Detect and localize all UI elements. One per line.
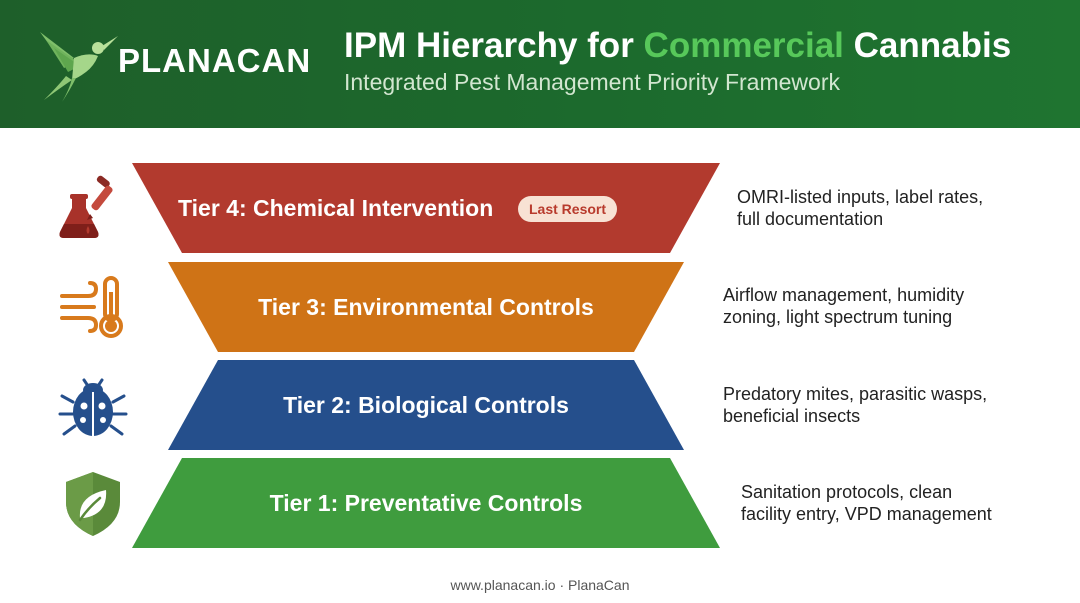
tier-4-description-line-1: OMRI-listed inputs, label rates, bbox=[737, 187, 984, 207]
title-highlight: Commercial bbox=[643, 26, 844, 65]
tier-3-description-line-1: Airflow management, humidity bbox=[723, 285, 965, 305]
tier-3-band bbox=[168, 262, 684, 352]
last-resort-badge: Last Resort bbox=[518, 196, 618, 222]
tier-2-label: Tier 2: Biological Controls bbox=[283, 392, 569, 418]
page-title: IPM Hierarchy for Commercial Cannabis bbox=[344, 26, 1011, 66]
title-prefix: IPM Hierarchy for bbox=[344, 26, 644, 65]
tier-1-description: Sanitation protocols, clean facility ent… bbox=[741, 481, 1051, 525]
tier-2-description-line-2: beneficial insects bbox=[723, 406, 861, 426]
brand-name: PLANACAN bbox=[118, 42, 312, 79]
flask-dropper-icon bbox=[59, 175, 113, 238]
tier-1-description-line-1: Sanitation protocols, clean bbox=[741, 482, 953, 502]
hummingbird-icon bbox=[40, 32, 118, 102]
page-subtitle: Integrated Pest Management Priority Fram… bbox=[344, 69, 840, 95]
tier-2-description: Predatory mites, parasitic wasps, benefi… bbox=[723, 383, 1033, 427]
shield-leaf-icon bbox=[66, 472, 120, 536]
ladybug-icon bbox=[58, 378, 128, 436]
tier-2-description-line-1: Predatory mites, parasitic wasps, bbox=[723, 384, 988, 404]
tier-1-band bbox=[132, 458, 720, 548]
tier-1-label: Tier 1: Preventative Controls bbox=[269, 490, 583, 516]
tier-4-band bbox=[132, 163, 720, 253]
wind-thermometer-icon bbox=[60, 276, 123, 338]
tier-2-band bbox=[168, 360, 684, 450]
header-banner: PLANACAN IPM Hierarchy for Commercial Ca… bbox=[0, 0, 1080, 128]
tier-4-label: Tier 4: Chemical Intervention bbox=[178, 195, 494, 221]
tier-4-description-line-2: full documentation bbox=[737, 209, 884, 229]
tier-3-label: Tier 3: Environmental Controls bbox=[258, 294, 594, 320]
tier-3-description: Airflow management, humidity zoning, lig… bbox=[723, 284, 1033, 328]
tier-4-description: OMRI-listed inputs, label rates, full do… bbox=[737, 186, 1047, 230]
footer-text: www.planacan.io · PlanaCan bbox=[450, 577, 630, 593]
tier-3-description-line-2: zoning, light spectrum tuning bbox=[723, 307, 953, 327]
tier-1-description-line-2: facility entry, VPD management bbox=[741, 504, 992, 524]
title-suffix: Cannabis bbox=[843, 26, 1012, 65]
